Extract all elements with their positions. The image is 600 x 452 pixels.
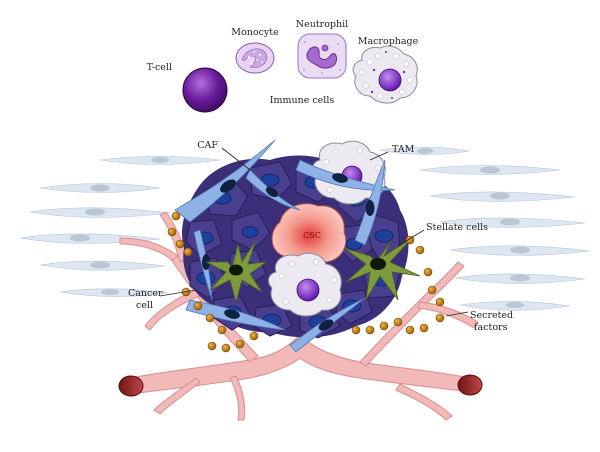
immune-cells-caption: Immune cells <box>270 95 335 106</box>
secreted-factors <box>167 211 445 353</box>
monocyte-figure <box>235 42 275 74</box>
tumor-macrophage-figure <box>268 252 342 317</box>
caf-cells <box>174 139 396 353</box>
tcell-figure <box>182 67 228 113</box>
stellate-cells <box>205 237 421 304</box>
monocyte-label: Monocyte <box>231 27 279 38</box>
neutrophil-label: Neutrophil <box>296 19 348 30</box>
csc-figure: CSC <box>271 203 347 269</box>
macrophage-label: Macrophage <box>358 36 419 47</box>
immune-cells-legend: T-cell Monocyte Neutrophil <box>147 19 419 113</box>
tcell-label: T-cell <box>147 62 172 73</box>
tumor-mass: CSC <box>174 139 421 353</box>
neutrophil-figure <box>297 33 347 79</box>
macrophage-figure <box>352 45 418 104</box>
stellate-cells-label: Stellate cells <box>426 222 488 233</box>
secreted-factors-label-line2: factors <box>474 322 508 333</box>
caf-label: CAF <box>197 140 218 151</box>
tam-label: TAM <box>392 144 415 155</box>
callouts: CAF TAM Stellate cells Cancer cell Secre… <box>128 140 513 333</box>
secreted-factors-label-line1: Secreted <box>470 310 513 321</box>
cancer-cell-label-line2: cell <box>136 300 153 311</box>
csc-label: CSC <box>303 231 321 240</box>
cancer-cell-label-line1: Cancer <box>128 288 163 299</box>
stromal-fibroblasts <box>19 146 591 311</box>
